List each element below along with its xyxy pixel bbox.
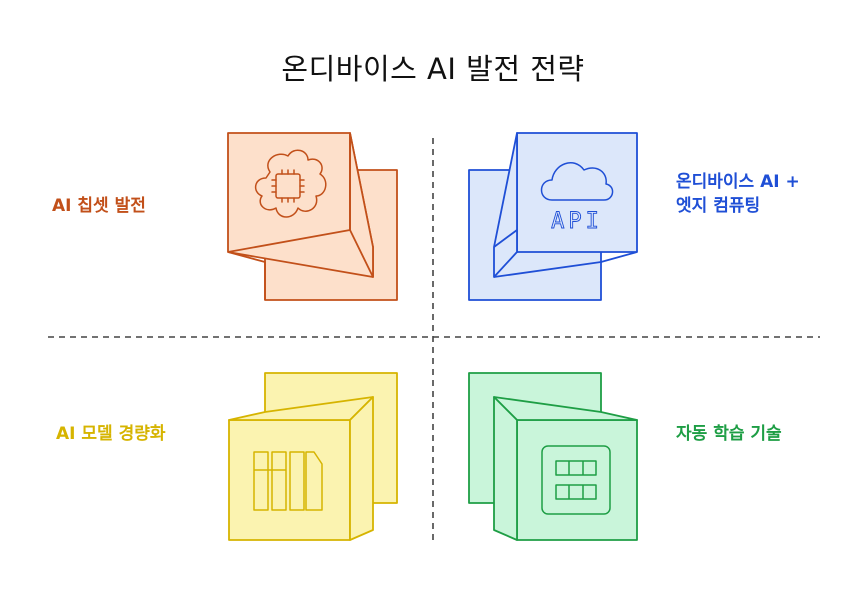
memory-grid-icon [541, 445, 611, 515]
cloud-api-icon [540, 162, 614, 201]
quadrant-top-right-cube [468, 132, 638, 301]
label-ai-chipset: AI 칩셋 발전 [52, 196, 146, 216]
page-title: 온디바이스 AI 발전 전략 [281, 52, 585, 86]
compressed-blocks-icon [253, 451, 323, 511]
label-ondevice-edge-line1: 온디바이스 AI + [676, 172, 800, 192]
brain-chip-icon [254, 149, 327, 218]
quadrant-top-left-cube [227, 132, 398, 301]
api-label: API [551, 209, 603, 234]
label-ondevice-edge: 온디바이스 AI + 엣지 컴퓨팅 [676, 170, 800, 218]
label-model-compression: AI 모델 경량화 [56, 424, 166, 444]
quadrant-bottom-right-cube [468, 372, 638, 541]
label-ondevice-edge-line2: 엣지 컴퓨팅 [676, 196, 761, 216]
label-auto-learning: 자동 학습 기술 [676, 424, 782, 444]
